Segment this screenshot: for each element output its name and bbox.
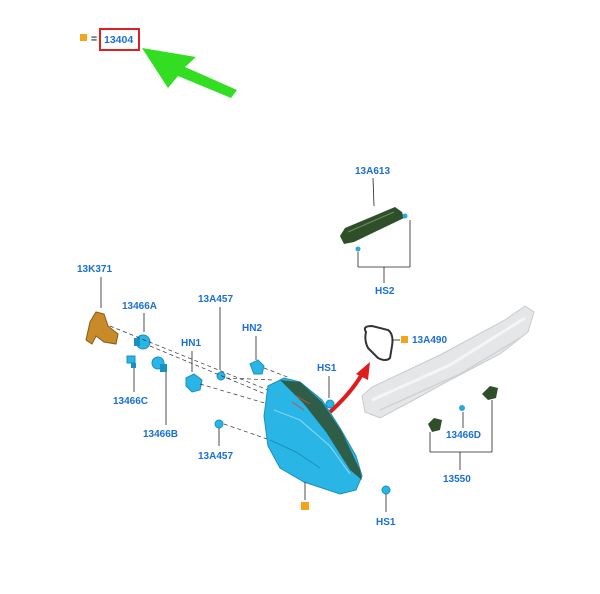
red-arrow-icon — [328, 362, 370, 414]
screw-icon — [402, 213, 408, 219]
green-pointer-arrow-icon — [142, 48, 237, 98]
screw-hs1-top: HS1 — [317, 363, 337, 409]
wiring-harness: 13K371 — [77, 264, 119, 345]
gasket: 13A490 — [363, 324, 447, 361]
rear-spoiler: 13466D 13550 — [361, 305, 535, 485]
tail-lamp-marker — [301, 502, 309, 510]
bulb-13466a: 13466A — [122, 301, 157, 350]
screw-icon — [355, 246, 361, 252]
label-13a490[interactable]: 13A490 — [412, 335, 447, 346]
fastener-hn1: HN1 — [181, 338, 203, 393]
label-hn1[interactable]: HN1 — [181, 338, 201, 349]
screw-hs1-bottom: HS1 — [376, 485, 396, 528]
bulb-13466b: 13466B — [143, 356, 178, 440]
reference-part-number[interactable]: 13404 — [104, 34, 133, 46]
gasket-marker — [401, 336, 408, 343]
label-13a457-top[interactable]: 13A457 — [198, 294, 233, 305]
reference-part: = 13404 — [80, 28, 140, 51]
label-13k371[interactable]: 13K371 — [77, 264, 112, 275]
clip-13a457-top: 13A457 — [198, 294, 233, 381]
label-hn2[interactable]: HN2 — [242, 323, 262, 334]
label-hs2[interactable]: HS2 — [375, 286, 395, 297]
tail-lamp — [263, 377, 363, 510]
label-13466b[interactable]: 13466B — [143, 429, 178, 440]
bulb-13466c: 13466C — [113, 355, 148, 407]
label-13466c[interactable]: 13466C — [113, 396, 148, 407]
assembly-guide-lines — [109, 325, 291, 441]
reference-highlight-box — [99, 28, 140, 51]
label-13466d[interactable]: 13466D — [446, 430, 481, 441]
equals-sign: = — [91, 33, 97, 45]
clip-13a457-bottom: 13A457 — [198, 419, 233, 462]
label-13466a[interactable]: 13466A — [122, 301, 157, 312]
label-13a457-bottom[interactable]: 13A457 — [198, 451, 233, 462]
label-13550[interactable]: 13550 — [443, 474, 471, 485]
label-hs1-bottom[interactable]: HS1 — [376, 517, 396, 528]
label-13a613[interactable]: 13A613 — [355, 166, 390, 177]
reference-marker — [80, 34, 87, 41]
fastener-hn2: HN2 — [242, 323, 265, 375]
bulb-icon — [459, 405, 465, 411]
high-mount-lamp: 13A613 HS2 — [340, 166, 411, 297]
label-hs1-top[interactable]: HS1 — [317, 363, 337, 374]
